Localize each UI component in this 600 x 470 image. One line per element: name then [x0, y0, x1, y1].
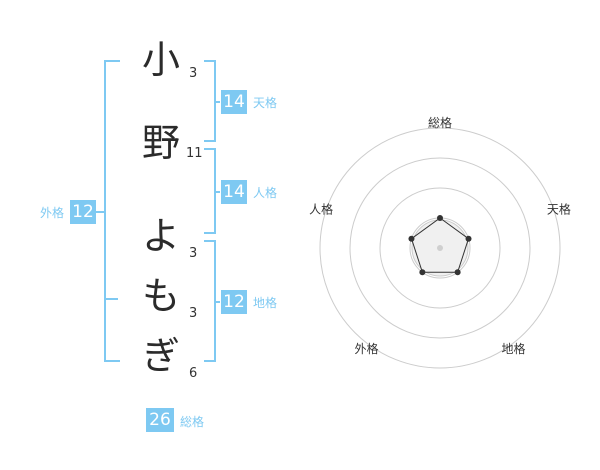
- name-char-4: も: [141, 274, 180, 318]
- stroke-count-2: 11: [186, 146, 203, 161]
- stroke-count-5: 6: [189, 366, 198, 381]
- stroke-count-1: 3: [189, 66, 198, 81]
- radar-ring-3: [349, 157, 531, 339]
- radar-point-1: [437, 215, 443, 221]
- name-char-3: よ: [141, 214, 180, 258]
- chikaku-label: 地格: [253, 296, 278, 310]
- radar-axis-label-3: 地格: [501, 341, 525, 356]
- radar-axis-label-4: 外格: [355, 341, 379, 356]
- tenkaku-label: 天格: [253, 96, 278, 110]
- name-char-5: ぎ: [141, 334, 180, 378]
- jinkaku-badge: 14: [221, 180, 247, 204]
- gaikaku-inner-tick: [104, 298, 118, 300]
- stroke-count-3: 3: [189, 246, 198, 261]
- radar-ring-4: [319, 127, 561, 369]
- name-char-2: 野: [141, 121, 180, 165]
- chikaku-badge: 12: [221, 290, 247, 314]
- soukaku-badge: 26: [146, 408, 174, 432]
- jinkaku-connector: [214, 191, 220, 193]
- chikaku-connector: [214, 301, 220, 303]
- radar-point-4: [419, 269, 426, 276]
- name-char-1: 小: [141, 38, 180, 82]
- radar-axis-label-5: 人格: [309, 201, 333, 216]
- radar-point-2: [465, 235, 472, 242]
- radar-point-3: [454, 269, 461, 276]
- soukaku-label: 総格: [180, 415, 205, 429]
- jinkaku-label: 人格: [253, 186, 278, 200]
- tenkaku-badge: 14: [221, 90, 247, 114]
- gaikaku-connector: [96, 211, 104, 213]
- tenkaku-connector: [214, 101, 220, 103]
- gaikaku-bracket: [104, 60, 120, 362]
- radar-point-5: [408, 235, 415, 242]
- radar-polygon: [410, 217, 470, 273]
- gaikaku-badge: 12: [70, 200, 96, 224]
- radar-axis-label-2: 天格: [547, 201, 571, 216]
- radar-ring-2: [379, 187, 501, 309]
- radar-center-dot: [437, 245, 443, 251]
- radar-axis-label-1: 総格: [428, 115, 452, 130]
- gaikaku-label: 外格: [40, 206, 65, 220]
- stroke-count-4: 3: [189, 306, 198, 321]
